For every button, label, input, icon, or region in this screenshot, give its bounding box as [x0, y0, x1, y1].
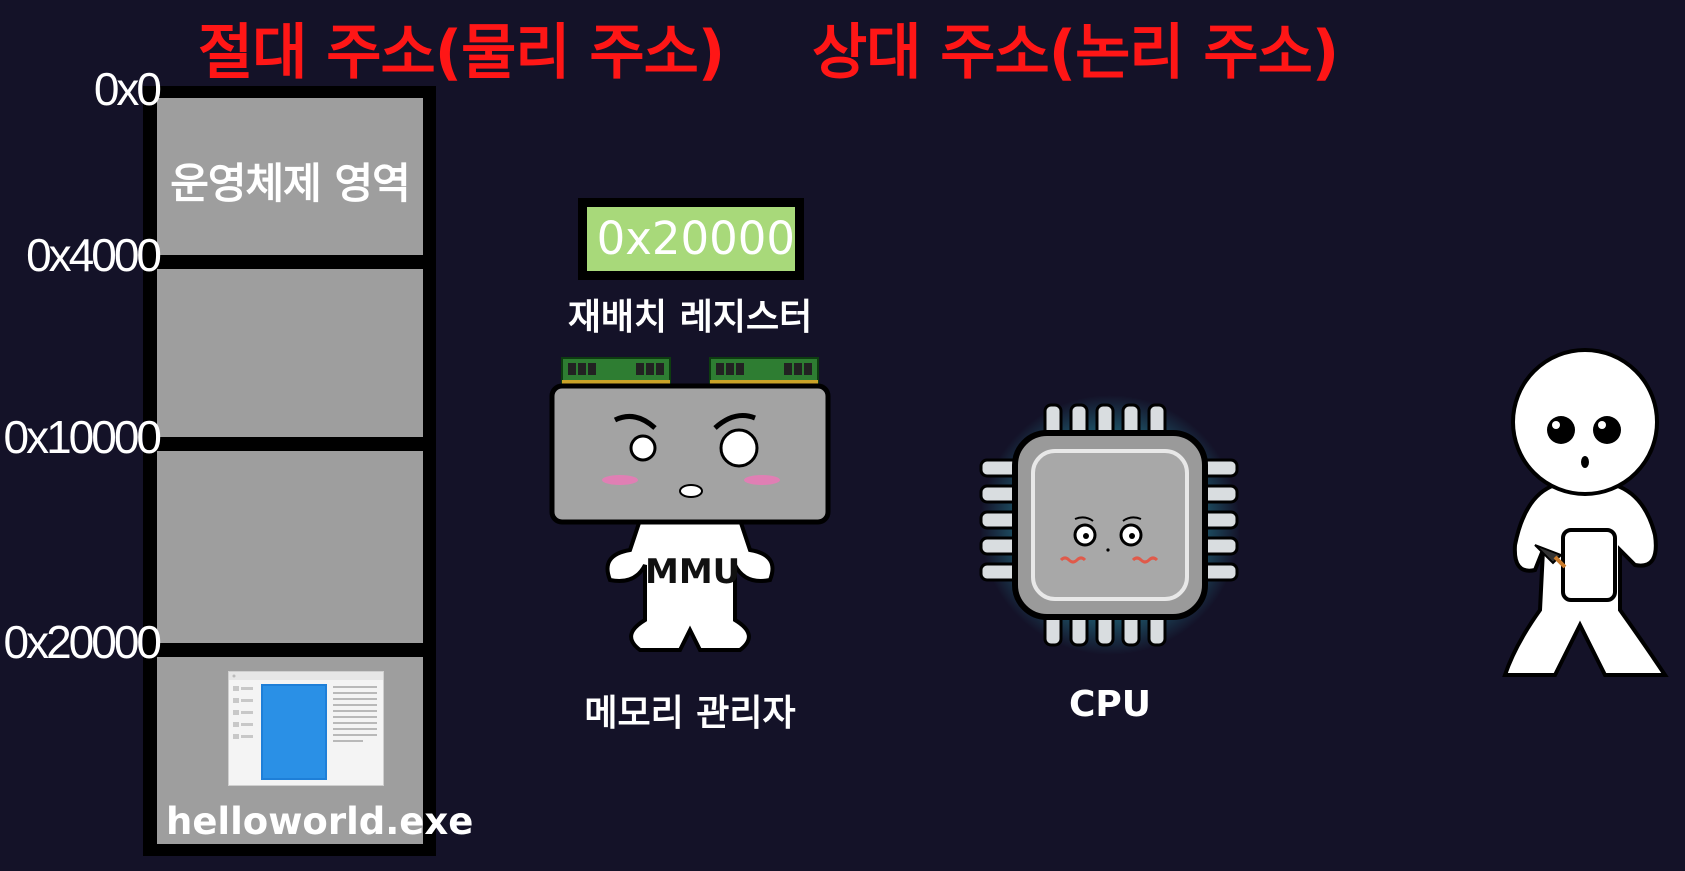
relocation-register-label: 재배치 레지스터 [567, 297, 813, 338]
address-label: 0x4000 [26, 229, 162, 281]
memory-stick-icon [709, 357, 819, 387]
address-label: 0x20000 [3, 616, 162, 668]
mmu-character [549, 357, 831, 652]
os-region-label: 운영체제 영역 [170, 159, 410, 208]
relative-address-title: 상대 주소(논리 주소) [812, 18, 1339, 88]
relocation-register-value: 0x20000 [587, 207, 795, 271]
mmu-body-label: MMU [645, 552, 741, 592]
person-character-icon [1502, 348, 1669, 677]
cpu-chip-icon [979, 395, 1240, 655]
absolute-address-title: 절대 주소(물리 주소) [198, 18, 725, 88]
memory-block-empty [157, 269, 423, 437]
address-label: 0x10000 [3, 411, 162, 463]
program-window-icon [228, 671, 384, 786]
program-label: helloworld.exe [166, 800, 474, 843]
mmu-caption: 메모리 관리자 [584, 693, 796, 734]
memory-block-empty [157, 451, 423, 643]
memory-block-os [157, 98, 423, 255]
address-label: 0x0 [93, 63, 162, 115]
memory-stick-icon [561, 357, 671, 387]
cpu-caption: CPU [1068, 684, 1152, 725]
